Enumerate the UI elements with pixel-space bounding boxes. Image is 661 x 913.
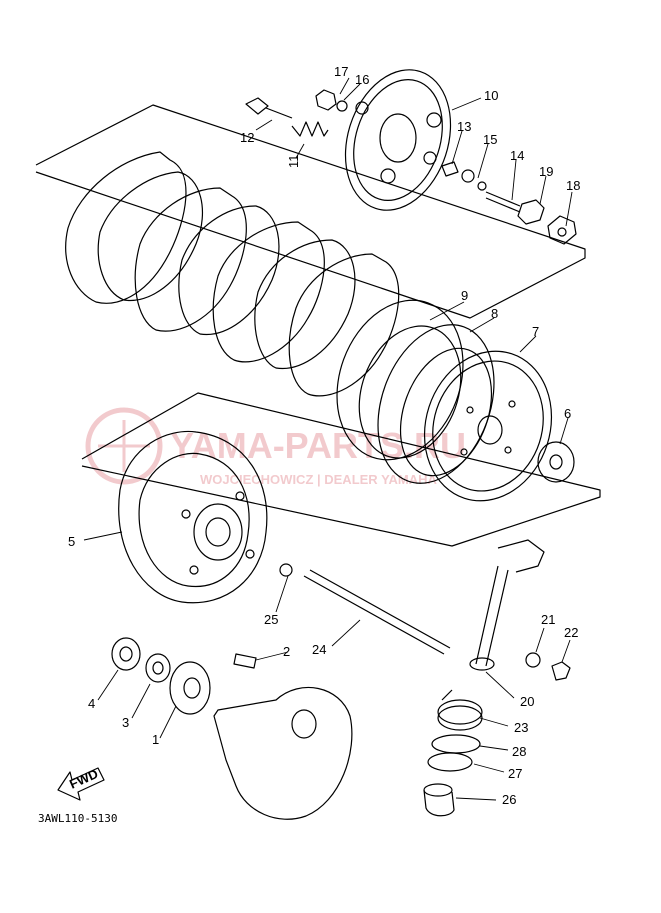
bushing (423, 783, 455, 817)
fwd-label: FWD (67, 766, 100, 792)
callout-21: 21 (541, 612, 555, 627)
callout-4: 4 (88, 696, 95, 711)
watermark-sub-text: WOJCIECHOWICZ | DEALER YAMAHA (200, 472, 438, 487)
clutch-spring (291, 121, 329, 137)
callout-23: 23 (514, 720, 528, 735)
lock-washer (145, 653, 171, 683)
callout-1: 1 (152, 732, 159, 747)
plate-stack-bracket (35, 104, 586, 319)
reference-code: 3AWL110-5130 (38, 812, 117, 825)
callout-2: 2 (283, 644, 290, 659)
housing-group-bracket (81, 392, 601, 547)
shaft-24 (279, 563, 451, 655)
callout-5: 5 (68, 534, 75, 549)
primary-drive-gear (169, 661, 211, 715)
woodruff-key (233, 653, 257, 669)
callout-3: 3 (122, 715, 129, 730)
callout-26: 26 (502, 792, 516, 807)
callout-17: 17 (334, 64, 348, 79)
callout-14: 14 (510, 148, 524, 163)
callout-27: 27 (508, 766, 522, 781)
watermark-logo-text: YAMA-PARTS.RU (170, 425, 466, 466)
callout-7: 7 (532, 324, 539, 339)
clutch-housing (118, 430, 268, 604)
spring-guide (427, 734, 481, 772)
leader-lines (83, 77, 573, 801)
callout-20: 20 (520, 694, 534, 709)
callout-19: 19 (539, 164, 553, 179)
callout-9: 9 (461, 288, 468, 303)
callout-22: 22 (564, 625, 578, 640)
callout-10: 10 (484, 88, 498, 103)
watermark-logo-icon (85, 407, 163, 485)
kick-shaft (469, 539, 545, 671)
callout-15: 15 (483, 132, 497, 147)
callout-16: 16 (355, 72, 369, 87)
pressure-plate (344, 69, 452, 211)
fwd-arrow-icon (57, 767, 105, 801)
bolt-nut (315, 89, 348, 112)
callout-8: 8 (491, 306, 498, 321)
callout-28: 28 (512, 744, 526, 759)
callout-6: 6 (564, 406, 571, 421)
watermark: YAMA-PARTS.RU WOJCIECHOWICZ | DEALER YAM… (85, 407, 466, 487)
callout-24: 24 (312, 642, 326, 657)
callout-labels: 1 2 3 4 5 6 7 8 9 10 11 12 13 14 15 16 1… (68, 64, 580, 807)
push-rod-assembly (441, 161, 577, 245)
spring-bolt (245, 97, 293, 119)
callout-18: 18 (566, 178, 580, 193)
nut-4 (111, 637, 141, 671)
bolt-22 (525, 652, 571, 681)
callout-12: 12 (240, 130, 254, 145)
clutch-boss (336, 299, 495, 484)
callout-11: 11 (286, 155, 301, 169)
callout-25: 25 (264, 612, 278, 627)
callout-13: 13 (457, 119, 471, 134)
crankshaft-outline (213, 686, 353, 820)
torsion-spring (437, 689, 483, 731)
friction-plates (65, 151, 400, 397)
thrust-washer (537, 441, 575, 483)
